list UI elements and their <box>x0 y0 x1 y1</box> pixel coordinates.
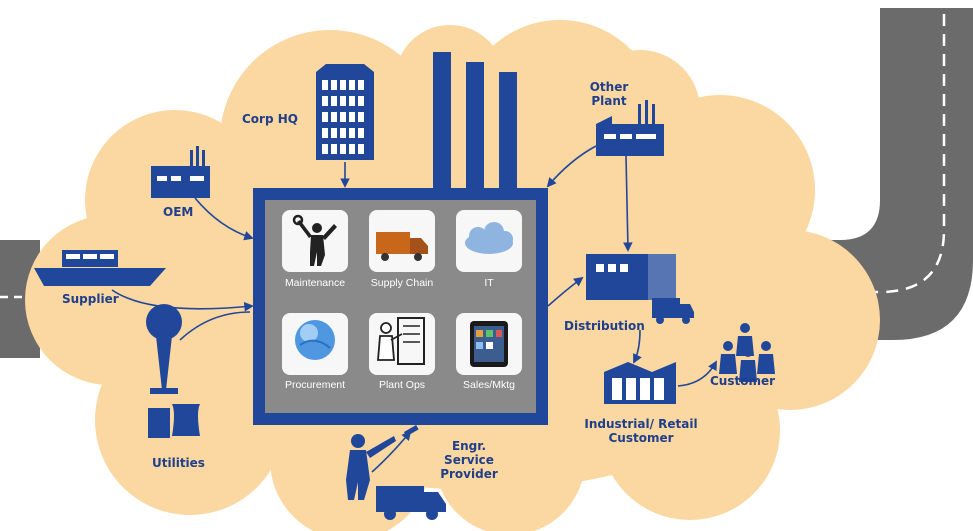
tablet-icon <box>470 321 508 367</box>
other-plant-label: Other Plant <box>589 80 629 108</box>
distribution-label: Distribution <box>564 319 645 333</box>
retail-customer-building-icon <box>604 362 676 404</box>
it-caption: IT <box>484 277 494 289</box>
engr-service-worker-icon <box>346 425 446 520</box>
oem-factory-icon <box>151 146 210 198</box>
utilities-icon <box>146 304 200 438</box>
supplier-label: Supplier <box>62 292 119 306</box>
customer-label: Customer <box>710 374 776 388</box>
delivery-truck-icon <box>652 298 694 324</box>
utilities-label: Utilities <box>152 456 205 470</box>
globe-icon <box>295 320 335 360</box>
factory-smokestacks <box>433 52 517 192</box>
function-tiles <box>282 210 522 375</box>
sales-mktg-caption: Sales/Mktg <box>463 379 515 391</box>
corp-hq-label: Corp HQ <box>242 112 298 126</box>
corp-hq-building-icon <box>316 64 374 160</box>
supplier-ship-icon <box>34 250 166 286</box>
procurement-caption: Procurement <box>284 379 346 391</box>
engr-service-provider-label: Engr. Service Provider <box>440 439 498 481</box>
plant-ops-caption: Plant Ops <box>378 379 426 391</box>
industrial-retail-customer-label: Industrial/ Retail Customer <box>584 417 698 445</box>
cloud-icon <box>465 222 513 254</box>
customer-people-icon <box>719 323 775 382</box>
distribution-warehouse-icon <box>586 254 676 300</box>
maintenance-caption: Maintenance <box>284 277 346 289</box>
connector-arrows <box>111 145 717 473</box>
worker-wrench-icon <box>292 214 337 266</box>
operator-panel-icon <box>377 317 425 365</box>
oem-label: OEM <box>163 205 194 219</box>
supply-chain-caption: Supply Chain <box>370 277 434 289</box>
truck-icon <box>376 232 428 261</box>
other-plant-factory-icon <box>596 100 664 156</box>
